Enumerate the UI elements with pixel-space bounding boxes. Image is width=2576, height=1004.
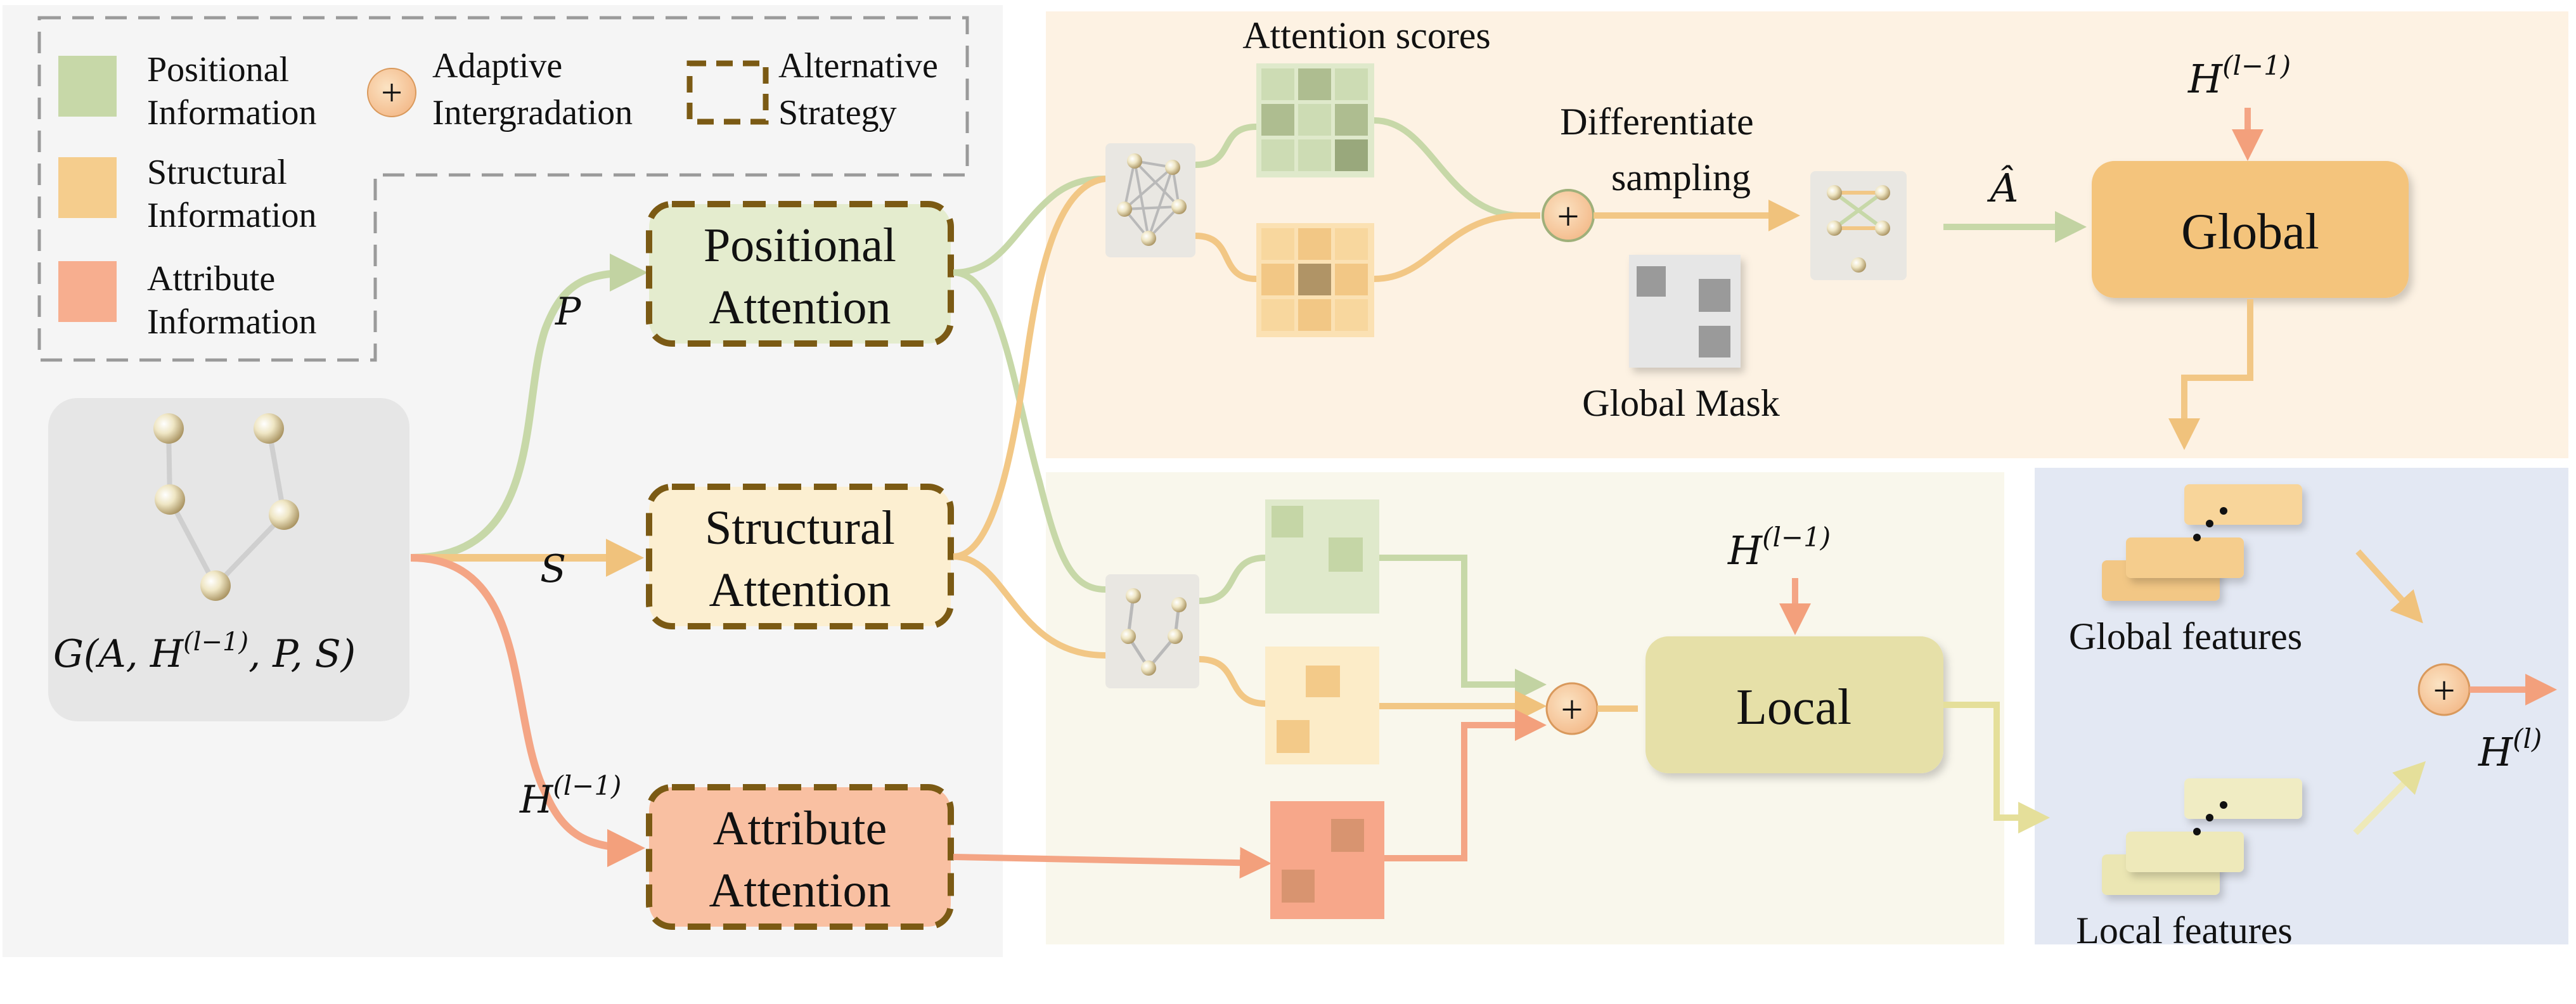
legend-frame: [37, 16, 969, 362]
input-graph-box: [48, 398, 409, 721]
legend-swatch-positional: [58, 56, 117, 117]
structural-attention-block: Structural Attention: [646, 484, 954, 629]
legend-positional-line1: Positional: [147, 50, 289, 89]
global-module: [2092, 161, 2409, 298]
flow-pos-local-to-plus: [1379, 555, 1547, 700]
svg-text:Attribute: Attribute: [713, 802, 887, 855]
flow-graph-to-struct-matrix: [1195, 233, 1257, 282]
svg-text:Attention: Attention: [709, 563, 891, 617]
diff-sampling-line1: Differentiate: [1560, 101, 1753, 143]
input-graph-label: G(A, H(l−1), P, S): [53, 628, 356, 676]
attribute-attention-block: Attribute Attention: [646, 784, 954, 930]
structural-score-matrix: [1256, 223, 1374, 337]
flow-attribute: [953, 847, 1272, 879]
legend-positional-line2: Information: [147, 93, 316, 132]
flow-pos-matrix-to-plus: [1374, 117, 1540, 219]
global-mask-icon: [1629, 255, 1741, 368]
local-module: [1645, 636, 1943, 773]
legend-adaptive-line2: Intergradation: [432, 93, 633, 132]
legend-plus-icon: +: [367, 68, 416, 117]
local-features-stack: [2102, 778, 2302, 895]
flow-localgraph-to-pos: [1199, 555, 1266, 604]
diff-sampling-line2: sampling: [1611, 157, 1751, 198]
legend-swatch-attribute: [58, 261, 117, 322]
flow-global-to-features: [2168, 299, 2253, 450]
svg-text:Attention: Attention: [709, 281, 891, 334]
flow-positional-to-local: [953, 269, 1106, 593]
edge-label-s: S: [540, 547, 566, 591]
sampled-graph-icon: [1810, 171, 1907, 280]
legend-attribute-line2: Information: [147, 302, 316, 342]
edge-label-p: P: [555, 290, 582, 334]
svg-text:Attention: Attention: [709, 864, 891, 917]
flow-structural-to-global: [953, 176, 1106, 560]
local-graph-nodes: [1121, 588, 1187, 676]
structural-local-matrix: [1265, 647, 1379, 764]
attribute-local-matrix: [1270, 801, 1384, 919]
svg-text:Structural: Structural: [705, 501, 895, 555]
positional-attention-block: Positional Attention: [646, 201, 954, 347]
flow-graph-to-pos-matrix: [1195, 124, 1257, 168]
local-features-label: Local features: [2076, 910, 2292, 951]
legend-structural-line1: Structural: [147, 153, 287, 192]
global-mask-label: Global Mask: [1582, 382, 1780, 424]
edge-label-h: H(l−1): [519, 770, 621, 822]
legend-adaptive-line1: Adaptive: [432, 46, 562, 86]
global-module-label: Global: [2181, 204, 2319, 260]
legend-dashed-box-icon: [686, 60, 769, 125]
flow-attr-local-to-plus: [1384, 709, 1547, 861]
positional-score-matrix: [1256, 63, 1374, 177]
graph-node-icons: [153, 413, 299, 601]
flow-struct-matrix-to-plus: [1374, 212, 1540, 282]
global-features-stack: [2102, 484, 2302, 601]
output-h-label: H(l): [2478, 723, 2542, 775]
flow-local-to-features: [1943, 702, 2050, 833]
a-hat-label: Â: [1987, 165, 2019, 211]
legend-structural-line2: Information: [147, 196, 316, 235]
attention-scores-label: Attention scores: [1242, 15, 1491, 56]
legend-swatch-structural: [58, 157, 117, 218]
svg-text:+: +: [2433, 669, 2456, 712]
flow-positional-to-global: [953, 176, 1106, 276]
route-positional: [410, 254, 648, 562]
fusion-plus-icon: +: [2418, 663, 2471, 716]
svg-text:+: +: [1557, 195, 1580, 238]
global-plus-icon: +: [1542, 189, 1595, 242]
svg-text:+: +: [1561, 688, 1583, 731]
flow-local-features-to-plus: [2353, 761, 2426, 835]
local-module-label: Local: [1736, 679, 1852, 735]
complete-graph-nodes: [1117, 153, 1187, 246]
flow-global-features-to-plus: [2355, 549, 2423, 624]
svg-text:Positional: Positional: [704, 219, 896, 272]
flow-structural-to-local: [953, 553, 1106, 659]
local-plus-icon: +: [1545, 682, 1599, 735]
local-h-input-label: H(l−1): [1727, 522, 1831, 574]
global-features-label: Global features: [2069, 615, 2302, 657]
svg-text:+: +: [381, 72, 402, 113]
legend-alternative-line1: Alternative: [778, 46, 938, 86]
legend-alternative-line2: Strategy: [778, 93, 897, 132]
global-h-input-label: H(l−1): [2187, 50, 2291, 102]
legend-attribute-line1: Attribute: [147, 259, 275, 299]
flow-localgraph-to-struct: [1199, 656, 1266, 707]
positional-local-matrix: [1265, 499, 1379, 614]
route-attribute: [410, 554, 645, 867]
